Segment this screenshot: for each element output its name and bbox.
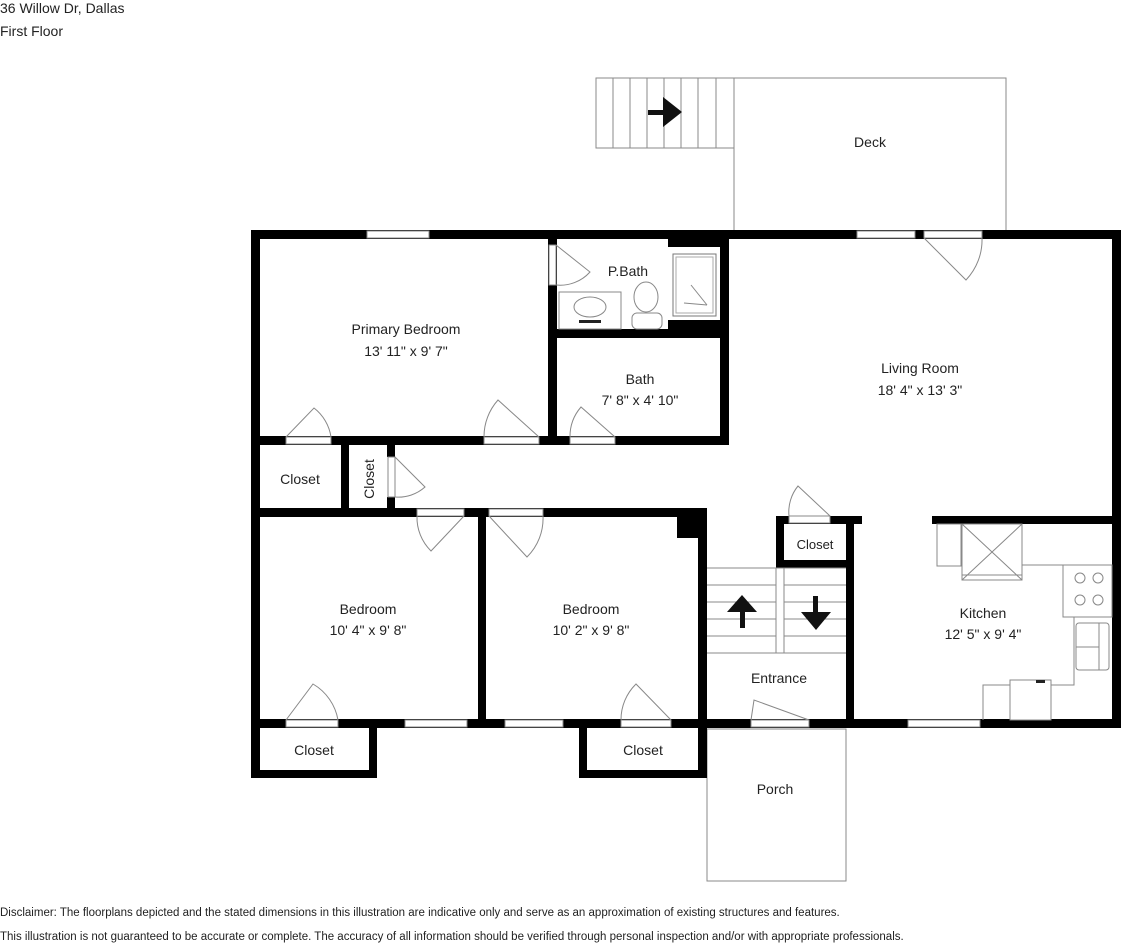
room-label-porch: Porch (757, 781, 794, 797)
room-label-deck: Deck (854, 134, 887, 150)
room-label-hall-closet-1: Closet (280, 471, 320, 487)
sink-icon (573, 296, 607, 318)
room-label-bedroom-1: Bedroom (340, 601, 397, 617)
deck-stairs (595, 77, 735, 149)
room-label-hall-closet-2: Closet (361, 459, 377, 499)
property-address: 36 Willow Dr, Dallas (0, 0, 125, 16)
windows (366, 230, 981, 728)
room-dims-bath: 7' 8" x 4' 10" (602, 392, 679, 408)
disclaimer-line-1: Disclaimer: The floorplans depicted and … (0, 907, 840, 919)
arrow-up-icon (727, 595, 757, 628)
room-dims-kitchen: 12' 5" x 9' 4" (945, 626, 1022, 642)
doors (285, 230, 983, 728)
room-dims-bedroom-2: 10' 2" x 9' 8" (553, 622, 630, 638)
deck-outline (733, 77, 1007, 232)
room-label-bedroom2-closet: Closet (623, 742, 663, 758)
entrance-stairs (707, 567, 846, 654)
stove-icon (1062, 564, 1113, 618)
room-label-p-bath: P.Bath (608, 263, 648, 279)
disclaimer-line-2: This illustration is not guaranteed to b… (0, 931, 904, 943)
floor-label: First Floor (0, 23, 63, 39)
pbath-fixtures (558, 253, 717, 330)
room-dims-bedroom-1: 10' 4" x 9' 8" (330, 622, 407, 638)
toilet-icon (633, 281, 659, 313)
room-label-kitchen: Kitchen (960, 605, 1007, 621)
room-dims-living-room: 18' 4" x 13' 3" (878, 382, 963, 398)
kitchen-fixtures (936, 523, 1113, 721)
shower-icon (672, 253, 717, 317)
arrow-down-icon (801, 596, 831, 630)
room-label-entry-closet: Closet (797, 537, 834, 552)
arrow-right-icon (648, 97, 682, 127)
room-label-primary-bedroom: Primary Bedroom (352, 321, 461, 337)
porch-outline (706, 728, 847, 882)
room-label-bath: Bath (626, 371, 655, 387)
room-label-living-room: Living Room (881, 360, 959, 376)
room-label-entrance: Entrance (751, 670, 807, 686)
room-label-bedroom1-closet: Closet (294, 742, 334, 758)
room-dims-primary-bedroom: 13' 11" x 9' 7" (364, 343, 448, 359)
dishwasher-icon (1009, 679, 1052, 721)
room-label-bedroom-2: Bedroom (563, 601, 620, 617)
